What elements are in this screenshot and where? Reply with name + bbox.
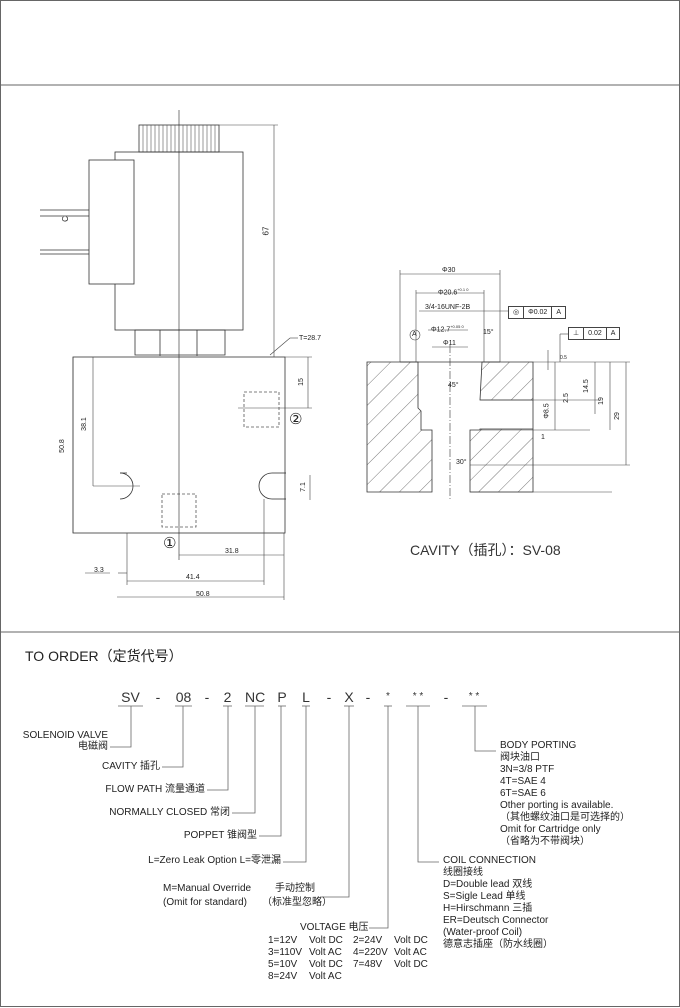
code-coil: * * xyxy=(412,691,424,702)
coil-connection-block: COIL CONNECTION 线圈接线 D=Double lead 双线 S=… xyxy=(443,855,553,951)
porting-line: （其他螺纹油口是可选择的） xyxy=(500,812,630,823)
voltage-type: Volt AC xyxy=(309,947,342,958)
dim-thread: 3/4-16UNF-2B xyxy=(425,304,471,311)
port-2-label: ② xyxy=(289,411,303,428)
dim-mount-height: 38.1 xyxy=(80,417,88,431)
dim-edge: 3.3 xyxy=(94,567,104,574)
code-cavity: 08 xyxy=(175,689,192,705)
voltage-type: Volt DC xyxy=(309,959,343,970)
coil-line: H=Hirschmann 三插 xyxy=(443,903,533,914)
porting-title: BODY PORTING xyxy=(500,740,577,751)
coil-line: 德意志插座（防水线圈） xyxy=(443,939,553,950)
port-1-label: ① xyxy=(163,535,177,552)
poppet-label: POPPET 锥阀型 xyxy=(183,830,257,841)
porting-line: 6T=SAE 6 xyxy=(500,788,546,799)
dim-dia-11: Φ11 xyxy=(443,340,456,347)
code-poppet: P xyxy=(277,689,287,705)
manual-override-note: (Omit for standard) xyxy=(163,897,247,908)
code-dash: - xyxy=(326,689,332,705)
porting-line: 阀块油口 xyxy=(500,752,540,763)
code-dash: - xyxy=(443,689,449,705)
dim-29: 29 xyxy=(613,412,621,420)
voltage-type: Volt AC xyxy=(309,971,342,982)
body-porting-block: BODY PORTING 阀块油口 3N=3/8 PTF 4T=SAE 4 6T… xyxy=(500,740,630,848)
porting-line: Omit for Cartridge only xyxy=(500,824,601,835)
flow-path-label: FLOW PATH 流量通道 xyxy=(105,784,205,795)
coil-line: (Water-proof Coil) xyxy=(443,927,523,938)
porting-line: 4T=SAE 4 xyxy=(500,776,546,787)
code-porting: * * xyxy=(468,691,480,702)
normally-closed-label: NORMALLY CLOSED 常闭 xyxy=(109,807,230,818)
valve-side-view xyxy=(40,110,312,600)
dim-8-5: Φ8.5 xyxy=(543,403,551,419)
angle-45: 45° xyxy=(448,382,459,389)
dim-body-width: 50.8 xyxy=(196,591,210,598)
coil-title: COIL CONNECTION xyxy=(443,855,536,866)
dim-dia-30: Φ30 xyxy=(442,267,456,274)
dim-dia-12-7: Φ12.7+0.05 0 xyxy=(431,324,464,334)
dim-thickness: T=28.7 xyxy=(299,335,321,342)
dim-0-5: 0.5 xyxy=(560,355,567,361)
cavity-caption: CAVITY（插孔）：SV-08 xyxy=(410,542,561,558)
voltage-type: Volt DC xyxy=(394,959,428,970)
cavity-section-view xyxy=(366,270,630,500)
order-leader-lines xyxy=(110,705,496,929)
solenoid-valve-label: SOLENOID VALVE xyxy=(22,730,108,741)
dim-port2-depth: 15 xyxy=(297,378,305,386)
coil-line: S=Sigle Lead 单线 xyxy=(443,891,526,902)
dim-total-height: 67 xyxy=(261,226,271,236)
coil-line: 线圈接线 xyxy=(443,867,483,878)
zero-leak-label: L=Zero Leak Option L=零泄漏 xyxy=(148,855,281,866)
code-dash: - xyxy=(155,689,161,705)
manual-override-cn: 手动控制 xyxy=(275,883,315,894)
code-dash: - xyxy=(365,689,371,705)
code-dash: - xyxy=(204,689,210,705)
code-sv: SV xyxy=(121,689,140,705)
datum-a: A xyxy=(412,331,417,338)
dim-2-5: 2.5 xyxy=(562,393,570,403)
manual-override-cn-note: （标准型忽略） xyxy=(262,897,332,908)
porting-line: （省略为不带阀块） xyxy=(500,836,590,847)
angle-15: 15° xyxy=(483,329,494,336)
voltage-code: 3=110V xyxy=(268,947,303,958)
dim-19: 19 xyxy=(597,397,605,405)
dim-body-height: 50.8 xyxy=(58,439,66,453)
code-flow: 2 xyxy=(223,689,232,705)
dim-mount-width: 41.4 xyxy=(186,574,200,581)
voltage-code: 8=24V xyxy=(268,971,298,982)
voltage-code: 4=220V xyxy=(353,947,388,958)
coil-line: D=Double lead 双线 xyxy=(443,879,533,890)
dim-1: 1 xyxy=(541,434,545,441)
manual-override-label: M=Manual Override xyxy=(163,883,252,894)
code-voltage: * xyxy=(386,691,390,702)
voltage-code: 7=48V xyxy=(353,959,383,970)
voltage-type: Volt DC xyxy=(394,935,428,946)
code-leak: L xyxy=(302,689,310,705)
dim-14-5: 14.5 xyxy=(582,379,590,393)
porting-line: Other porting is available. xyxy=(500,800,614,811)
dim-dia-20-6: Φ20.6+0.1 0 xyxy=(438,287,469,297)
order-title: TO ORDER（定货代号） xyxy=(25,648,183,664)
voltage-code: 1=12V xyxy=(268,935,298,946)
angle-30: 30° xyxy=(456,459,467,466)
voltage-code: 5=10V xyxy=(268,959,298,970)
voltage-type: Volt AC xyxy=(394,947,427,958)
code-override: X xyxy=(344,689,354,705)
code-nc: NC xyxy=(245,689,266,705)
voltage-title: VOLTAGE 电压 xyxy=(300,922,369,933)
voltage-code: 2=24V xyxy=(353,935,383,946)
porting-line: 3N=3/8 PTF xyxy=(500,764,555,775)
dim-port1-offset: 31.8 xyxy=(225,548,239,555)
coil-line: ER=Deutsch Connector xyxy=(443,915,549,926)
cavity-label: CAVITY 插孔 xyxy=(102,761,160,772)
voltage-type: Volt DC xyxy=(309,935,343,946)
dim-slot: 7.1 xyxy=(299,482,307,492)
connector-letter: C xyxy=(60,216,70,222)
solenoid-valve-cn: 电磁阀 xyxy=(78,741,108,752)
